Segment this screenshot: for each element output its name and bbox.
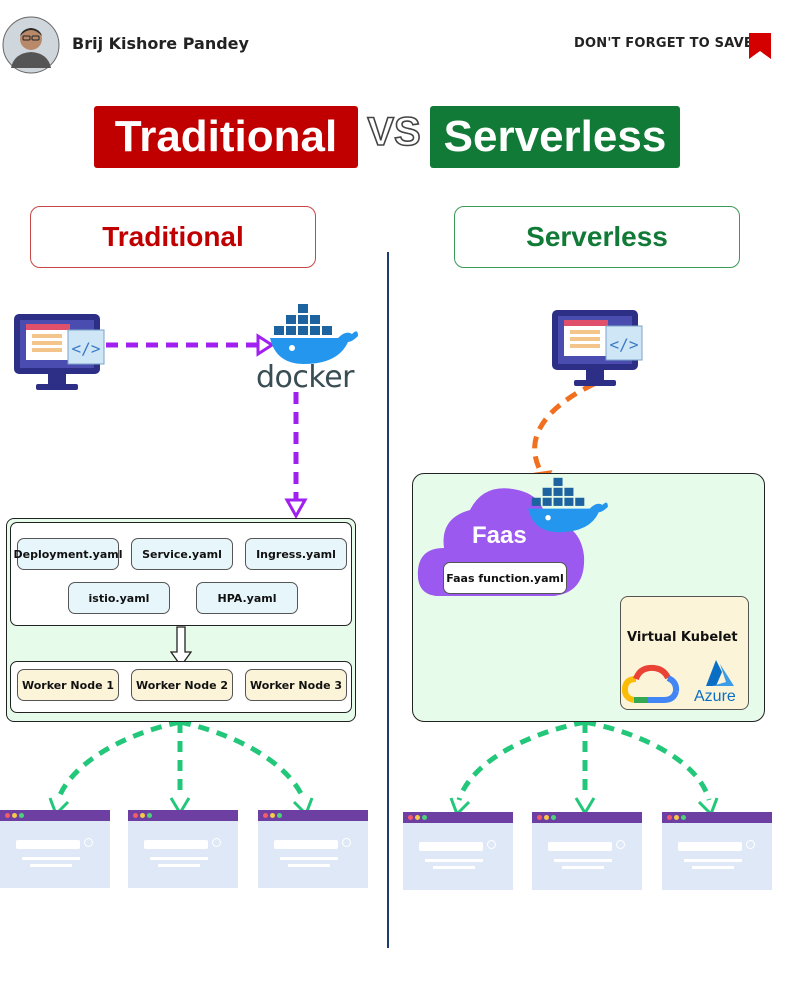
arrow-cluster-to-browser-1 bbox=[55, 719, 181, 801]
serverless-heading: Serverless bbox=[454, 206, 740, 268]
arrow-serverless-to-browser-3 bbox=[584, 719, 712, 801]
avatar bbox=[2, 16, 60, 74]
browser-window-icon bbox=[128, 810, 238, 888]
deployment-yaml: Deployment.yaml bbox=[14, 538, 123, 570]
service-yaml: Service.yaml bbox=[131, 538, 233, 570]
ingress-yaml: Ingress.yaml bbox=[245, 538, 347, 570]
author-name: Brij Kishore Pandey bbox=[72, 34, 249, 53]
docker-whale-icon bbox=[270, 304, 358, 364]
search-icon bbox=[746, 840, 755, 849]
search-icon bbox=[212, 838, 221, 847]
azure-icon bbox=[706, 660, 734, 686]
hpa-yaml: HPA.yaml bbox=[196, 582, 298, 614]
faas-function-yaml: Faas function.yaml bbox=[443, 562, 567, 594]
istio-yaml: istio.yaml bbox=[68, 582, 170, 614]
virtual-kubelet-label: Virtual Kubelet bbox=[627, 630, 738, 645]
search-icon bbox=[487, 840, 496, 849]
browser-window-icon bbox=[662, 812, 772, 890]
worker-node-1: Worker Node 1 bbox=[17, 669, 119, 701]
virtual-kubelet-box bbox=[620, 596, 749, 710]
search-icon bbox=[342, 838, 351, 847]
arrow-cluster-to-browser-3 bbox=[179, 719, 307, 801]
browser-window-icon bbox=[532, 812, 642, 890]
title-vs: VS bbox=[367, 109, 422, 155]
browser-window-icon bbox=[258, 810, 368, 888]
docker-whale-icon bbox=[528, 477, 608, 533]
computer-code-icon: </> bbox=[14, 314, 105, 390]
faas-label: Faas bbox=[472, 522, 527, 549]
title-traditional: Traditional bbox=[94, 106, 358, 168]
bookmark-icon bbox=[749, 33, 771, 59]
worker-node-2: Worker Node 2 bbox=[131, 669, 233, 701]
worker-node-3: Worker Node 3 bbox=[245, 669, 347, 701]
computer-code-icon: </> bbox=[552, 310, 643, 386]
title-serverless: Serverless bbox=[430, 106, 680, 168]
section-divider bbox=[387, 252, 389, 948]
azure-label: Azure bbox=[694, 688, 736, 705]
save-reminder-text: DON'T FORGET TO SAVE bbox=[574, 36, 753, 51]
browser-window-icon bbox=[0, 810, 110, 888]
google-cloud-icon bbox=[622, 664, 680, 703]
search-icon bbox=[84, 838, 93, 847]
svg-text:</>: </> bbox=[610, 335, 639, 354]
docker-label: docker bbox=[256, 360, 355, 395]
traditional-heading: Traditional bbox=[30, 206, 316, 268]
browser-window-icon bbox=[403, 812, 513, 890]
svg-text:</>: </> bbox=[72, 339, 101, 358]
arrow-serverless-to-browser-1 bbox=[456, 719, 586, 801]
down-arrow-icon bbox=[170, 626, 192, 668]
search-icon bbox=[616, 840, 625, 849]
arrow-computer-to-faas bbox=[532, 381, 596, 472]
